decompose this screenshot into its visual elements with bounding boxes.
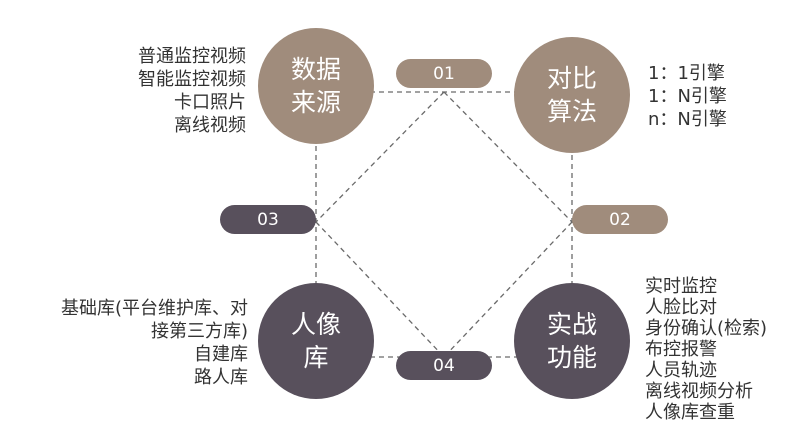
node-combat-function-line2: 功能 [546, 343, 597, 372]
list-item: 人像库查重 [645, 402, 735, 423]
list-item: 接第三方库) [150, 321, 248, 342]
node-combat-function: 实战 功能 [514, 283, 630, 399]
node-compare-algorithm-line1: 对比 [546, 64, 597, 93]
list-item: n：N引擎 [648, 109, 727, 130]
list-item: 实时监控 [645, 276, 717, 297]
list-item: 普通监控视频 [138, 46, 246, 67]
diamond-bl [315, 221, 445, 358]
list-item: 基础库(平台维护库、对 [60, 298, 248, 319]
list-item: 卡口照片 [174, 92, 246, 113]
list-item: 离线视频 [174, 115, 246, 136]
diamond-br [443, 221, 573, 358]
node-compare-algorithm: 对比 算法 [514, 37, 630, 153]
diamond-tr [443, 91, 573, 223]
list-item: 路人库 [194, 367, 248, 388]
list-compare-algorithm: 1：1引擎 1：N引擎 n：N引擎 [648, 62, 727, 131]
pill-03: 03 [220, 205, 316, 234]
list-combat-function: 实时监控 人脸比对 身份确认(检索) 布控报警 人员轨迹 离线视频分析 人像库查… [645, 276, 767, 423]
list-item: 智能监控视频 [138, 69, 246, 90]
node-portrait-db: 人像 库 [258, 283, 374, 399]
list-item: 1：1引擎 [648, 63, 725, 84]
node-portrait-db-line1: 人像 [290, 310, 341, 339]
node-data-source-line1: 数据 [290, 55, 341, 84]
list-item: 人脸比对 [645, 297, 717, 318]
pill-02: 02 [572, 205, 668, 234]
list-item: 布控报警 [645, 339, 717, 360]
pill-01: 01 [396, 59, 492, 88]
list-portrait-db: 基础库(平台维护库、对 接第三方库) 自建库 路人库 [61, 297, 248, 389]
node-combat-function-line1: 实战 [546, 310, 597, 339]
list-item: 人员轨迹 [645, 360, 717, 381]
pill-04: 04 [396, 351, 492, 380]
node-portrait-db-line2: 库 [303, 343, 329, 372]
node-compare-algorithm-line2: 算法 [546, 97, 597, 126]
list-data-source: 普通监控视频 智能监控视频 卡口照片 离线视频 [138, 45, 246, 137]
diamond-tl [315, 91, 445, 223]
node-data-source: 数据 来源 [258, 28, 374, 144]
list-item: 身份确认(检索) [645, 318, 768, 339]
list-item: 自建库 [194, 344, 248, 365]
list-item: 1：N引擎 [648, 86, 727, 107]
list-item: 离线视频分析 [645, 381, 753, 402]
node-data-source-line2: 来源 [290, 88, 341, 117]
